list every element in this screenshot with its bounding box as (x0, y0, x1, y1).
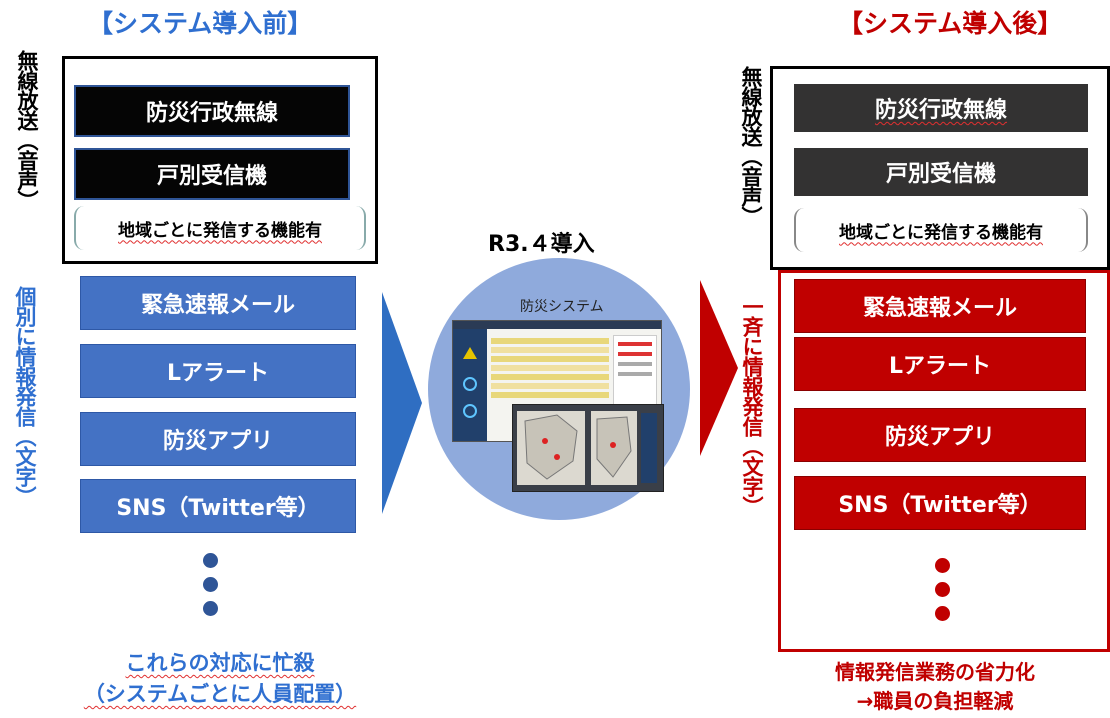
after-voice-frame (770, 66, 1110, 270)
before-voice-note-text: 地域ごとに発信する機能有 (118, 220, 322, 241)
after-text-frame (778, 270, 1110, 652)
before-voice-item-kobetsu: 戸別受信機 (74, 148, 350, 200)
system-map-screenshot (512, 404, 664, 492)
after-footer-line1: 情報発信業務の省力化 (835, 660, 1035, 684)
before-voice-item-bousai-musen: 防災行政無線 (74, 85, 350, 137)
after-voice-note: 地域ごとに発信する機能有 (794, 208, 1088, 252)
center-label: R3.４導入 (488, 232, 595, 257)
before-text-item-sns: SNS（Twitter等） (80, 479, 356, 533)
after-title: 【システム導入後】 (838, 9, 1063, 38)
after-voice-label: 無線放送（音声） (739, 66, 763, 226)
after-footer: 情報発信業務の省力化 →職員の負担軽減 (760, 658, 1110, 716)
after-voice-item-bousai-musen: 防災行政無線 (794, 84, 1088, 132)
after-voice-note-text: 地域ごとに発信する機能有 (839, 222, 1043, 243)
before-footer-line1: これらの対応に忙殺 (125, 651, 315, 675)
before-text-item-l-alert: Lアラート (80, 344, 356, 398)
arrow-right-icon (382, 292, 422, 514)
before-text-label: 個別に情報発信（文字） (13, 286, 37, 506)
before-footer-line2: （システムごとに人員配置） (83, 682, 357, 706)
before-voice-note: 地域ごとに発信する機能有 (74, 206, 366, 250)
before-footer: これらの対応に忙殺 （システムごとに人員配置） (20, 648, 420, 710)
after-text-item-l-alert: Lアラート (794, 337, 1086, 391)
arrow-right-icon (700, 280, 738, 456)
after-text-item-sns: SNS（Twitter等） (794, 476, 1086, 530)
after-text-item-emergency-mail: 緊急速報メール (794, 279, 1086, 333)
after-footer-line2: →職員の負担軽減 (856, 689, 1014, 713)
before-ellipsis-dot (203, 577, 218, 592)
after-ellipsis-dot (935, 558, 950, 573)
before-text-item-bousai-app: 防災アプリ (80, 412, 356, 466)
before-title: 【システム導入前】 (88, 9, 313, 38)
after-ellipsis-dot (935, 582, 950, 597)
system-name: 防災システム (520, 299, 604, 315)
after-text-item-bousai-app: 防災アプリ (794, 408, 1086, 462)
after-ellipsis-dot (935, 606, 950, 621)
before-voice-frame (62, 56, 378, 264)
before-voice-label: 無線放送（音声） (15, 50, 39, 210)
after-voice-item-kobetsu: 戸別受信機 (794, 148, 1088, 196)
before-ellipsis-dot (203, 601, 218, 616)
after-text-label: 一斉に情報発信（文字） (740, 296, 764, 516)
before-text-item-emergency-mail: 緊急速報メール (80, 276, 356, 330)
before-ellipsis-dot (203, 553, 218, 568)
after-voice-item-bousai-musen-text: 防災行政無線 (874, 98, 1007, 123)
